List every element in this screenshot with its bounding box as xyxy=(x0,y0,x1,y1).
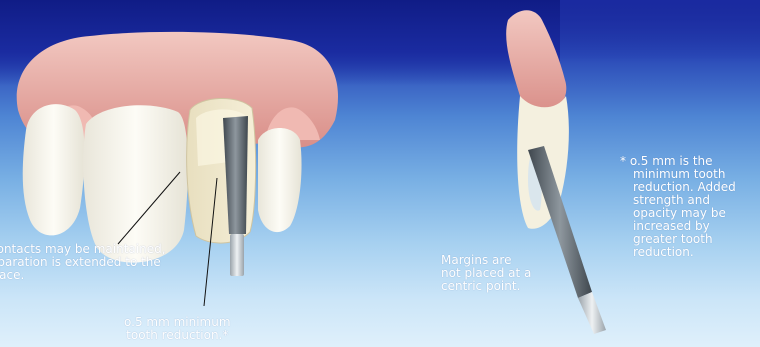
contacts-line-2: eparation is extended to the xyxy=(0,256,166,269)
contacts-line-3: rface. xyxy=(0,269,166,282)
reduction-annotation: o.5 mm minimum tooth reduction.* xyxy=(124,316,231,342)
margins-annotation: Margins are not placed at a centric poin… xyxy=(441,254,531,293)
reduction-line-2: tooth reduction.* xyxy=(124,329,231,342)
footnote-text-8: reduction. xyxy=(633,246,736,259)
footnote-text-1: o.5 mm is the xyxy=(630,154,713,168)
contacts-annotation: contacts may be maintained, eparation is… xyxy=(0,243,166,282)
footnote-annotation: * o.5 mm is the minimum tooth reduction.… xyxy=(620,155,736,259)
margins-line-3: centric point. xyxy=(441,280,531,293)
footnote-marker: * xyxy=(620,154,626,168)
footnote-body: minimum tooth reduction. Added strength … xyxy=(620,168,736,259)
